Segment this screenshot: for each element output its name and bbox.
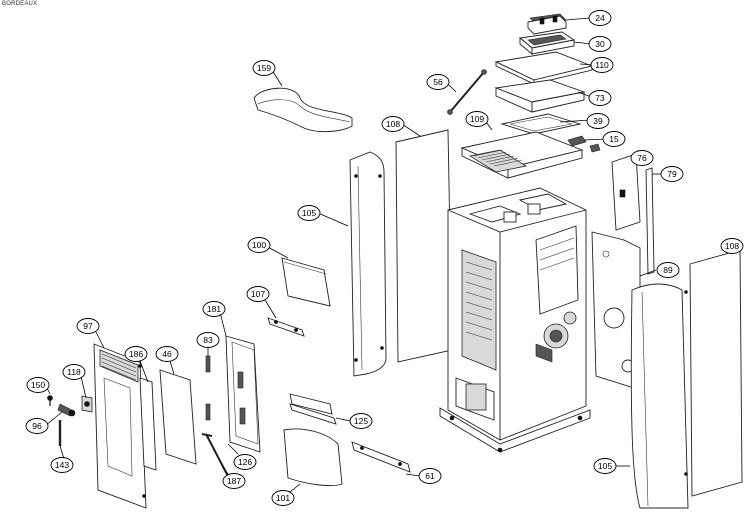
svg-text:96: 96 (32, 421, 42, 431)
part-105-curved-side-right (630, 283, 689, 509)
callout-96: 96 (25, 418, 49, 434)
part-97-front-door (93, 343, 147, 509)
svg-text:181: 181 (207, 304, 221, 314)
callout-125: 125 (349, 413, 373, 429)
callout-24: 24 (588, 10, 612, 26)
callout-143: 143 (50, 457, 74, 473)
part-181-door-frame (225, 335, 261, 453)
svg-text:107: 107 (251, 289, 265, 299)
part-118-latch (81, 395, 93, 413)
part-stove-body (439, 187, 591, 453)
part-186-gasket (139, 377, 157, 471)
callout-126: 126 (233, 454, 257, 470)
svg-text:46: 46 (162, 349, 172, 359)
callout-97: 97 (76, 318, 100, 334)
part-96-pin (57, 403, 76, 417)
svg-text:101: 101 (276, 493, 290, 503)
part-56-rod (447, 69, 487, 115)
svg-text:76: 76 (637, 153, 647, 163)
svg-text:39: 39 (593, 116, 603, 126)
callout-186: 186 (124, 346, 148, 362)
svg-text:108: 108 (386, 119, 400, 129)
callout-150: 150 (26, 377, 50, 393)
part-30-tray (518, 31, 576, 55)
svg-text:97: 97 (83, 321, 93, 331)
callout-46: 46 (155, 346, 179, 362)
callout-39: 39 (586, 113, 610, 129)
svg-text:30: 30 (595, 39, 605, 49)
callout-108-right: 108 (720, 238, 744, 254)
callout-100: 100 (247, 237, 271, 253)
callout-118: 118 (62, 364, 86, 380)
callout-181: 181 (202, 301, 226, 317)
svg-text:100: 100 (252, 240, 266, 250)
svg-text:61: 61 (425, 471, 435, 481)
part-187-rod (201, 433, 231, 481)
part-100-panel (281, 257, 331, 307)
callout-15: 15 (602, 131, 626, 147)
part-109-top-grille (460, 131, 584, 179)
part-107-rail (267, 317, 305, 337)
svg-text:187: 187 (227, 476, 241, 486)
part-61-rail (351, 441, 411, 473)
callout-101: 101 (271, 490, 295, 506)
svg-text:143: 143 (55, 460, 69, 470)
callout-105-left: 105 (297, 205, 321, 221)
callout-108-left: 108 (381, 116, 405, 132)
svg-text:15: 15 (609, 134, 619, 144)
part-159-top-cover (253, 87, 353, 133)
part-73-tray (494, 79, 586, 113)
svg-text:125: 125 (354, 416, 368, 426)
callout-107: 107 (246, 286, 270, 302)
callout-79: 79 (660, 166, 684, 182)
svg-text:110: 110 (595, 60, 609, 70)
part-110-lid (494, 51, 594, 85)
part-46-glass (159, 369, 197, 465)
svg-text:126: 126 (238, 457, 252, 467)
callout-56: 56 (426, 74, 450, 90)
callout-187: 187 (222, 473, 246, 489)
callout-76: 76 (630, 150, 654, 166)
svg-text:73: 73 (595, 93, 605, 103)
svg-text:105: 105 (598, 461, 612, 471)
svg-text:118: 118 (67, 367, 81, 377)
svg-text:108: 108 (725, 241, 739, 251)
part-24-handle (527, 13, 567, 35)
diagram-title: BORDEAUX (2, 1, 38, 7)
callout-83: 83 (196, 332, 220, 348)
callout-110: 110 (590, 57, 614, 73)
part-39-gasket (500, 113, 582, 135)
part-125-bracket (289, 393, 337, 425)
callout-30: 30 (588, 36, 612, 52)
callout-89: 89 (656, 262, 680, 278)
callout-73: 73 (588, 90, 612, 106)
part-83-hinges (205, 355, 211, 421)
svg-text:83: 83 (203, 335, 213, 345)
callout-159: 159 (252, 60, 276, 76)
part-79-strip (645, 167, 655, 275)
part-15-bracket (567, 135, 601, 153)
svg-text:109: 109 (470, 114, 484, 124)
callout-109: 109 (465, 111, 489, 127)
svg-text:105: 105 (302, 208, 316, 218)
part-150-screw (47, 395, 53, 406)
svg-text:89: 89 (663, 265, 673, 275)
svg-text:150: 150 (31, 380, 45, 390)
svg-text:186: 186 (129, 349, 143, 359)
svg-text:159: 159 (257, 63, 271, 73)
callout-105-right: 105 (593, 458, 617, 474)
svg-text:24: 24 (595, 13, 605, 23)
svg-text:56: 56 (433, 77, 443, 87)
part-108-side-panel-right (689, 249, 743, 497)
part-101-lower-door (283, 428, 343, 487)
part-105-curved-side-left (349, 151, 387, 377)
svg-text:79: 79 (667, 169, 677, 179)
part-108-side-panel-left (395, 129, 453, 363)
callout-61: 61 (418, 468, 442, 484)
part-76-plate (611, 153, 641, 231)
